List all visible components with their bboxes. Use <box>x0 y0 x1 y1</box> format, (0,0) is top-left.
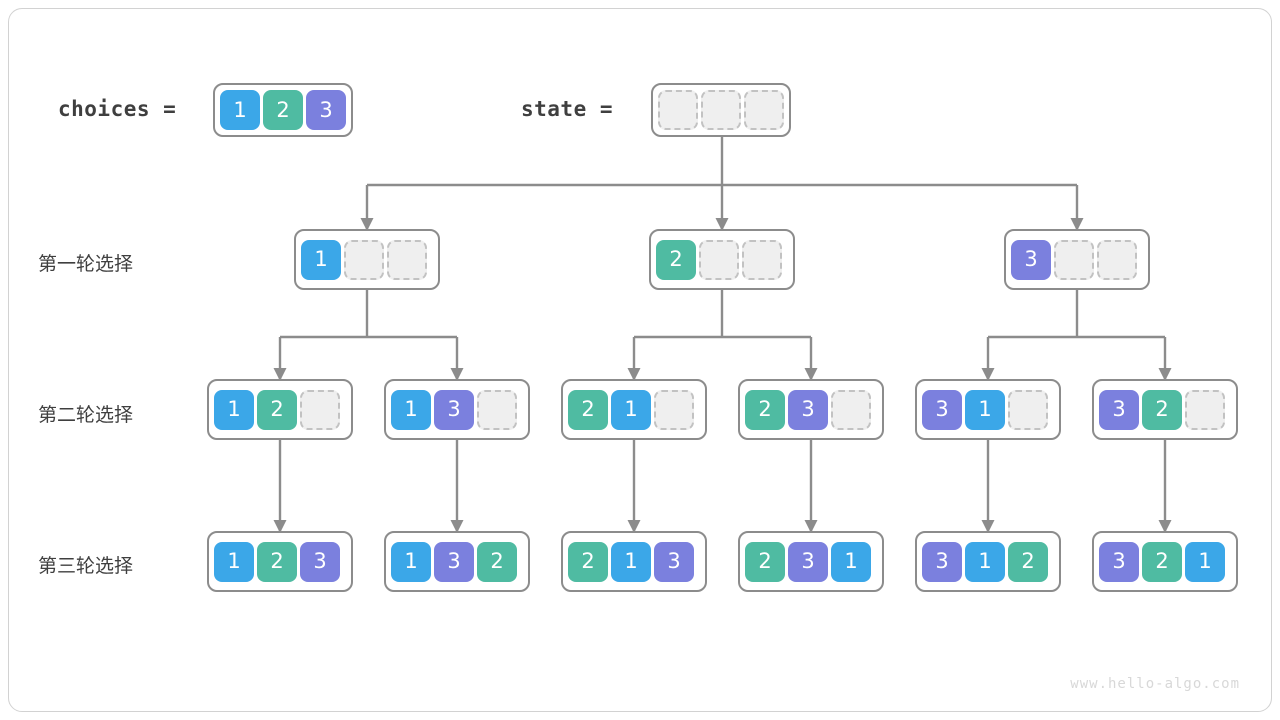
level-1-node-1-empty-cell-2 <box>387 239 427 280</box>
choices-cell-0: 1 <box>220 90 260 130</box>
level-3-node-4-cell-2: 1 <box>831 541 871 582</box>
level-1-node-3-empty-cell-2 <box>1097 239 1137 280</box>
level-1-node-1-cell-0: 1 <box>301 239 341 280</box>
level-1-node-2-empty-cell-1 <box>699 239 739 280</box>
level-3-node-6-cell-1: 2 <box>1142 541 1182 582</box>
level-1-node-3-empty-cell-1 <box>1054 239 1094 280</box>
level-1-node-2-cell-0: 2 <box>656 239 696 280</box>
level-1-node-2-empty-cell-2 <box>742 239 782 280</box>
level-3-node-5-cell-1: 1 <box>965 541 1005 582</box>
level-3-node-1-cell-2: 3 <box>300 541 340 582</box>
level-3-node-4-cell-1: 3 <box>788 541 828 582</box>
row-label-level-3: 第三轮选择 <box>38 555 134 577</box>
level-3-node-3-cell-1: 1 <box>611 541 651 582</box>
level-1-node-2: 2 <box>649 229 795 290</box>
state-empty-cell-0 <box>658 90 698 130</box>
level-3-node-1-cell-1: 2 <box>257 541 297 582</box>
state-empty-cell-1 <box>701 90 741 130</box>
level-2-node-1-cell-0: 1 <box>214 389 254 430</box>
level-2-node-3-empty-cell-2 <box>654 389 694 430</box>
level-1-node-1: 1 <box>294 229 440 290</box>
watermark: www.hello-algo.com <box>1070 676 1240 692</box>
level-1-node-3-cell-0: 3 <box>1011 239 1051 280</box>
choices-label: choices = <box>58 97 177 121</box>
level-2-node-5-cell-1: 1 <box>965 389 1005 430</box>
level-2-node-6-empty-cell-2 <box>1185 389 1225 430</box>
level-2-node-1-empty-cell-2 <box>300 389 340 430</box>
level-2-node-3-cell-0: 2 <box>568 389 608 430</box>
state-empty-cell-2 <box>744 90 784 130</box>
state-array <box>651 83 791 137</box>
level-2-node-6-cell-1: 2 <box>1142 389 1182 430</box>
level-2-node-2-cell-0: 1 <box>391 389 431 430</box>
level-3-node-3-cell-0: 2 <box>568 541 608 582</box>
level-2-node-3-cell-1: 1 <box>611 389 651 430</box>
level-3-node-6-cell-2: 1 <box>1185 541 1225 582</box>
level-2-node-4-cell-0: 2 <box>745 389 785 430</box>
level-3-node-2-cell-0: 1 <box>391 541 431 582</box>
level-2-node-6-cell-0: 3 <box>1099 389 1139 430</box>
level-2-node-4-empty-cell-2 <box>831 389 871 430</box>
choices-cell-1: 2 <box>263 90 303 130</box>
diagram-frame <box>8 8 1272 712</box>
level-3-node-4-cell-0: 2 <box>745 541 785 582</box>
level-3-node-3-cell-2: 3 <box>654 541 694 582</box>
level-3-node-2-cell-2: 2 <box>477 541 517 582</box>
level-2-node-5-cell-0: 3 <box>922 389 962 430</box>
level-2-node-2-cell-1: 3 <box>434 389 474 430</box>
level-3-node-5-cell-2: 2 <box>1008 541 1048 582</box>
level-3-node-5-cell-0: 3 <box>922 541 962 582</box>
level-3-node-2-cell-1: 3 <box>434 541 474 582</box>
row-label-level-1: 第一轮选择 <box>38 253 134 275</box>
level-3-node-6-cell-0: 3 <box>1099 541 1139 582</box>
choices-cell-2: 3 <box>306 90 346 130</box>
level-1-node-1-empty-cell-1 <box>344 239 384 280</box>
level-2-node-1-cell-1: 2 <box>257 389 297 430</box>
level-2-node-5-empty-cell-2 <box>1008 389 1048 430</box>
row-label-level-2: 第二轮选择 <box>38 404 134 426</box>
level-3-node-1-cell-0: 1 <box>214 541 254 582</box>
level-2-node-4-cell-1: 3 <box>788 389 828 430</box>
state-label: state = <box>521 97 614 121</box>
level-1-node-3: 3 <box>1004 229 1150 290</box>
level-2-node-2-empty-cell-2 <box>477 389 517 430</box>
